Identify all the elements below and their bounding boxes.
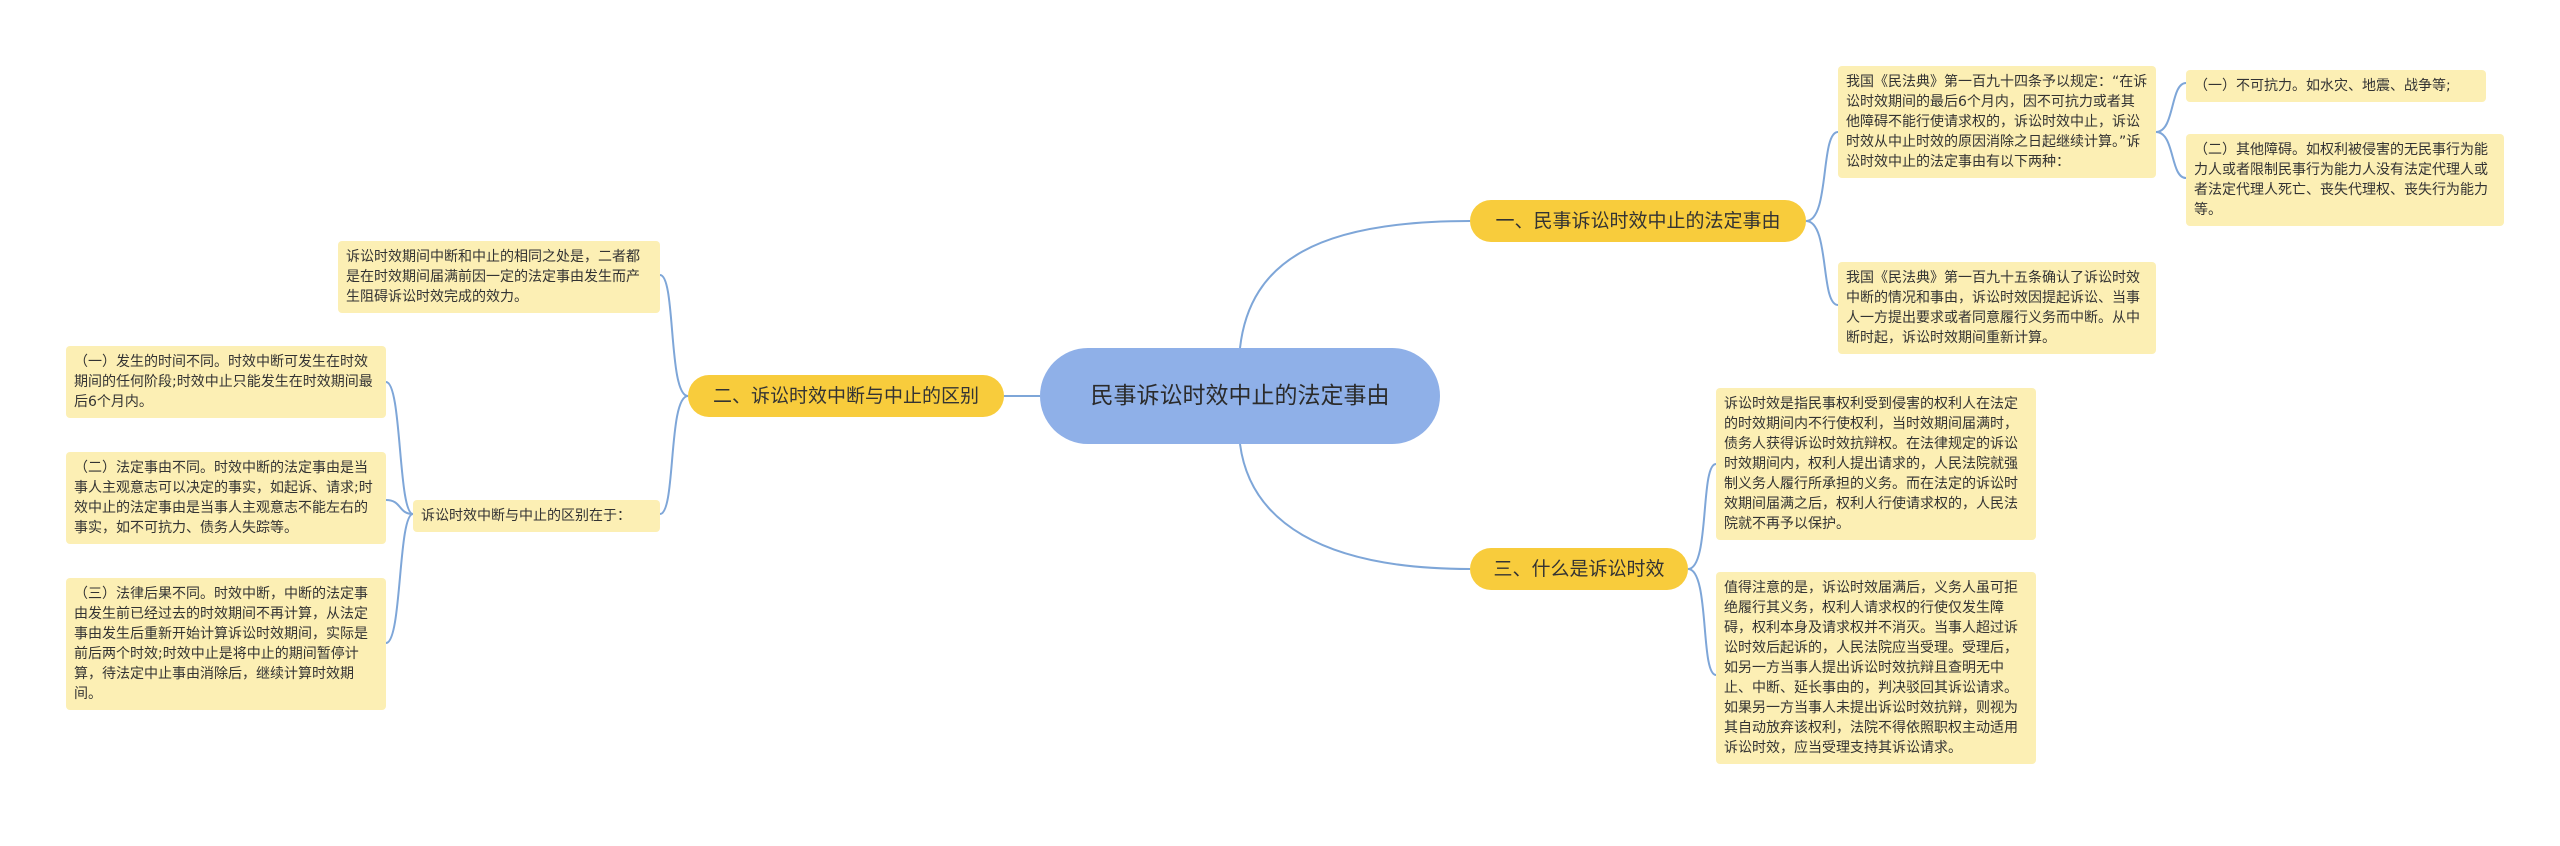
branch-1-note-1b[interactable]: （二）其他障碍。如权利被侵害的无民事行为能力人或者限制民事行为能力人没有法定代理… — [2186, 134, 2504, 226]
link-b1-n1 — [1805, 131, 1839, 222]
branch-1-note-1-text: 我国《民法典》第一百九十四条予以规定：“在诉讼时效期间的最后6个月内，因不可抗力… — [1846, 74, 2148, 170]
branch-1[interactable]: 一、民事诉讼时效中止的法定事由 — [1470, 200, 1806, 242]
branch-2-note-2c[interactable]: （三）法律后果不同。时效中断，中断的法定事由发生前已经过去的时效期间不再计算，从… — [66, 578, 386, 710]
link-b1-n2 — [1805, 220, 1839, 306]
branch-1-note-1b-text: （二）其他障碍。如权利被侵害的无民事行为能力人或者限制民事行为能力人没有法定代理… — [2194, 142, 2488, 218]
link-b3-n2 — [1687, 568, 1717, 676]
branch-2-note-2[interactable]: 诉讼时效中断与中止的区别在于： — [413, 500, 660, 532]
link-b2n2-c — [385, 513, 414, 644]
branch-1-note-2-text: 我国《民法典》第一百九十五条确认了诉讼时效中断的情况和事由，诉讼时效因提起诉讼、… — [1846, 270, 2140, 346]
branch-1-note-1a-text: （一）不可抗力。如水灾、地震、战争等; — [2194, 78, 2451, 94]
branch-2-note-2c-text: （三）法律后果不同。时效中断，中断的法定事由发生前已经过去的时效期间不再计算，从… — [74, 586, 368, 702]
branch-2-note-2a[interactable]: （一）发生的时间不同。时效中断可发生在时效期间的任何阶段;时效中止只能发生在时效… — [66, 346, 386, 418]
branch-2-note-1-text: 诉讼时效期间中断和中止的相同之处是，二者都是在时效期间届满前因一定的法定事由发生… — [346, 249, 640, 305]
branch-3-note-1-text: 诉讼时效是指民事权利受到侵害的权利人在法定的时效期间内不行使权利，当时效期间届满… — [1724, 396, 2018, 532]
branch-2-note-2a-text: （一）发生的时间不同。时效中断可发生在时效期间的任何阶段;时效中止只能发生在时效… — [74, 354, 373, 410]
link-b3-n1 — [1687, 463, 1717, 570]
link-n1-n1b — [2155, 131, 2187, 179]
link-b2n2-b — [385, 499, 414, 515]
branch-3-note-2[interactable]: 值得注意的是，诉讼时效届满后，义务人虽可拒绝履行其义务，权利人请求权的行使仅发生… — [1716, 572, 2036, 764]
link-root-b3 — [1239, 443, 1471, 570]
branch-3-note-2-text: 值得注意的是，诉讼时效届满后，义务人虽可拒绝履行其义务，权利人请求权的行使仅发生… — [1724, 580, 2018, 756]
link-n1-n1a — [2155, 82, 2187, 133]
link-b2-n2 — [659, 395, 689, 515]
root-topic-label: 民事诉讼时效中止的法定事由 — [1090, 383, 1390, 409]
branch-2-label: 二、诉讼时效中断与中止的区别 — [712, 385, 979, 407]
branch-3[interactable]: 三、什么是诉讼时效 — [1470, 548, 1688, 590]
link-b2n2-a — [385, 381, 414, 515]
branch-3-label: 三、什么是诉讼时效 — [1493, 558, 1665, 580]
branch-1-label: 一、民事诉讼时效中止的法定事由 — [1495, 210, 1781, 232]
link-root-b1 — [1239, 220, 1471, 349]
branch-2-note-2b[interactable]: （二）法定事由不同。时效中断的法定事由是当事人主观意志可以决定的事实，如起诉、请… — [66, 452, 386, 544]
branch-2-note-1[interactable]: 诉讼时效期间中断和中止的相同之处是，二者都是在时效期间届满前因一定的法定事由发生… — [338, 241, 660, 313]
link-b2-n1 — [659, 274, 689, 397]
branch-2-note-2-text: 诉讼时效中断与中止的区别在于： — [421, 508, 631, 524]
root-topic[interactable]: 民事诉讼时效中止的法定事由 — [1040, 348, 1440, 444]
branch-3-note-1[interactable]: 诉讼时效是指民事权利受到侵害的权利人在法定的时效期间内不行使权利，当时效期间届满… — [1716, 388, 2036, 540]
branch-2[interactable]: 二、诉讼时效中断与中止的区别 — [688, 375, 1004, 417]
branch-2-note-2b-text: （二）法定事由不同。时效中断的法定事由是当事人主观意志可以决定的事实，如起诉、请… — [74, 460, 373, 536]
branch-1-note-1[interactable]: 我国《民法典》第一百九十四条予以规定：“在诉讼时效期间的最后6个月内，因不可抗力… — [1838, 66, 2156, 178]
branch-1-note-2[interactable]: 我国《民法典》第一百九十五条确认了诉讼时效中断的情况和事由，诉讼时效因提起诉讼、… — [1838, 262, 2156, 354]
branch-1-note-1a[interactable]: （一）不可抗力。如水灾、地震、战争等; — [2186, 70, 2486, 102]
